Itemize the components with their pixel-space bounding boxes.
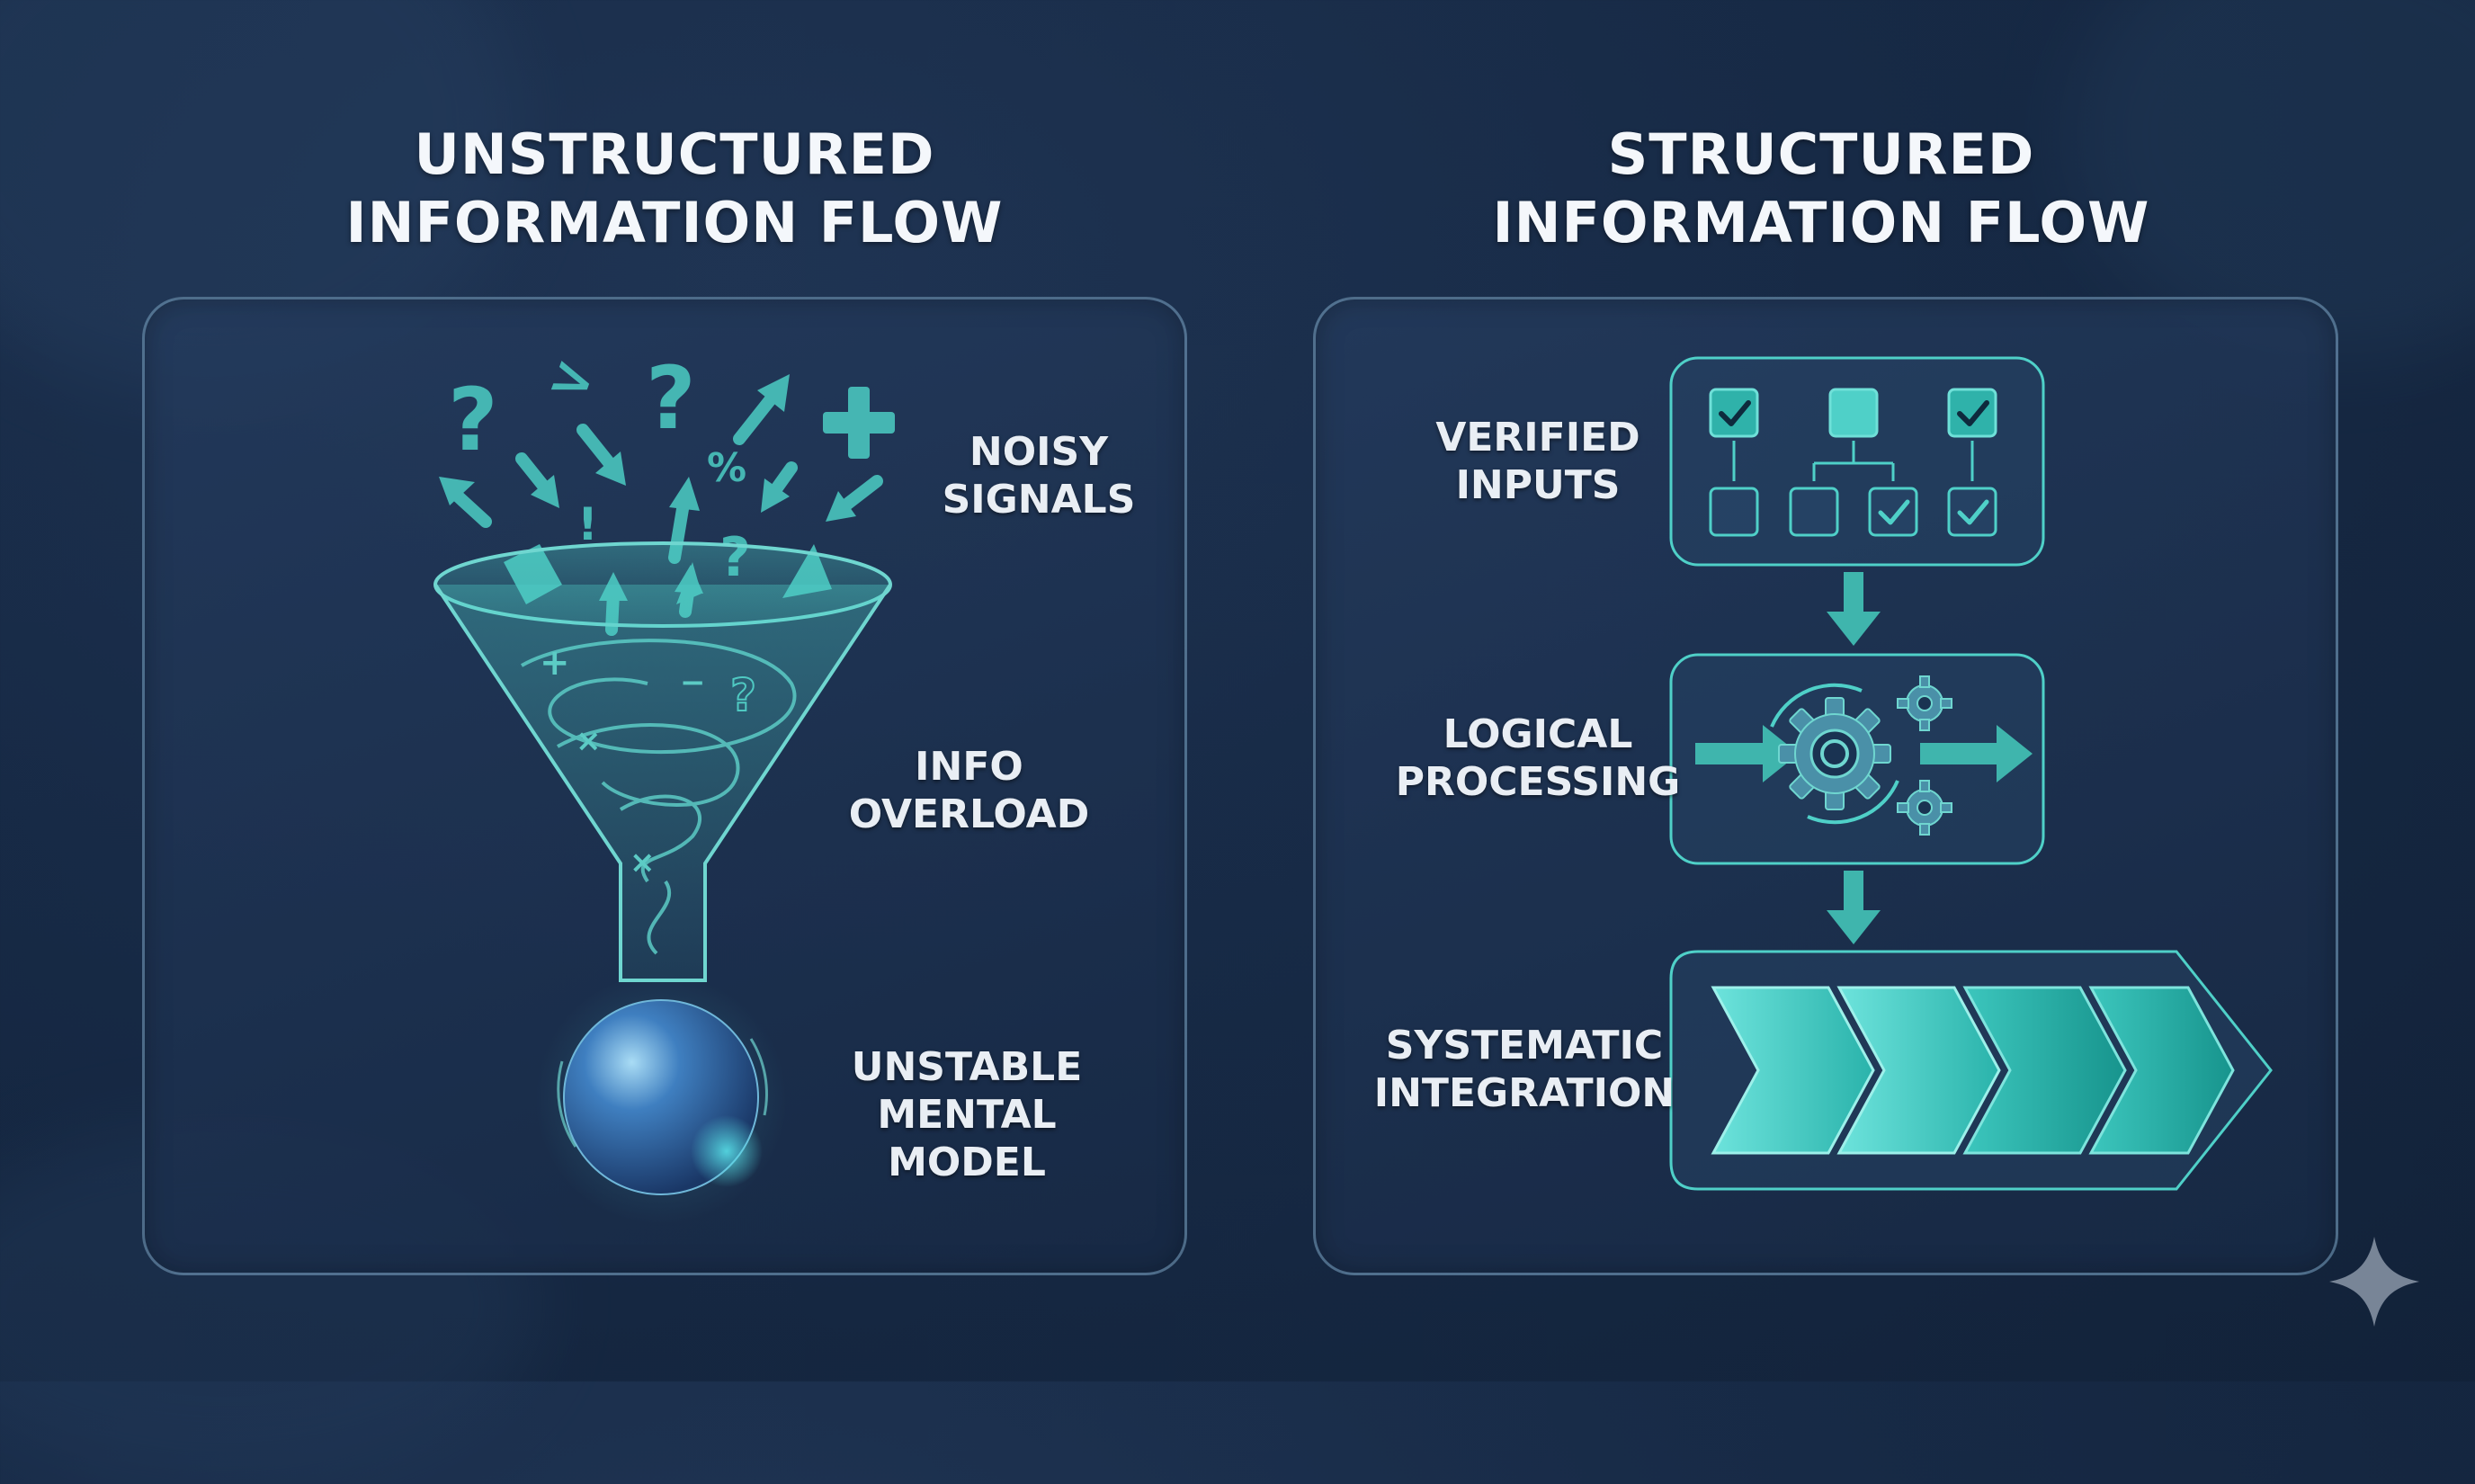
checkbox-icon [1868, 487, 1918, 537]
svg-text:×: × [576, 723, 602, 759]
chevron-arrow-icon [1711, 986, 2235, 1155]
label-line: INTEGRATION [1373, 1070, 1675, 1116]
down-arrow-icon [1827, 871, 1881, 944]
checkbox-icon [1947, 388, 1997, 438]
arrow-icon [439, 477, 492, 528]
plus-icon [823, 387, 895, 459]
left-title-line1: UNSTRUCTURED [414, 121, 935, 187]
question-icon: ? [646, 348, 696, 449]
arrow-icon [515, 452, 559, 508]
arrow-icon [733, 374, 790, 445]
label-line: VERIFIED [1435, 415, 1640, 460]
label-line: MENTAL MODEL [877, 1092, 1057, 1185]
right-title-line2: INFORMATION FLOW [1492, 190, 2150, 255]
question-icon: ? [448, 370, 498, 470]
label-systematic-integration: SYSTEMATIC INTEGRATION [1367, 1022, 1682, 1117]
label-info-overload: INFO OVERLOAD [827, 743, 1111, 838]
hierarchy-icon [1732, 441, 1974, 481]
node-icon [1828, 388, 1879, 438]
sparkle-icon [2329, 1237, 2419, 1327]
down-arrow-icon [1827, 572, 1881, 646]
label-line: NOISY [969, 429, 1109, 475]
funnel-icon: + × × − [433, 541, 892, 982]
right-title: STRUCTURED INFORMATION FLOW [1416, 121, 2226, 257]
checkbox-icon [1947, 487, 1997, 537]
label-line: LOGICAL [1443, 711, 1633, 757]
gear-icon [1770, 683, 1899, 825]
label-verified-inputs: VERIFIED INPUTS [1403, 414, 1673, 509]
label-line: INPUTS [1455, 462, 1621, 508]
checkbox-icon [1709, 388, 1759, 438]
sphere-icon [535, 973, 787, 1225]
checkbox-empty-icon [1709, 487, 1759, 537]
left-title: UNSTRUCTURED INFORMATION FLOW [270, 121, 1079, 257]
label-unstable-mental-model: UNSTABLE MENTAL MODEL [791, 1043, 1142, 1186]
right-title-line1: STRUCTURED [1607, 121, 2035, 187]
label-line: SIGNALS [942, 477, 1136, 523]
exclamation-icon: ! [577, 498, 598, 550]
checkbox-empty-icon [1789, 487, 1839, 537]
label-noisy-signals: NOISY SIGNALS [899, 428, 1178, 523]
small-gear-icon [1897, 675, 1952, 731]
label-line: PROCESSING [1395, 759, 1681, 805]
arrow-icon [576, 424, 626, 486]
svg-text:−: − [680, 665, 706, 701]
svg-text:×: × [630, 845, 656, 881]
label-line: UNSTABLE [851, 1044, 1083, 1090]
percent-icon: % [707, 445, 746, 491]
label-logical-processing: LOGICAL PROCESSING [1385, 711, 1691, 806]
output-arrow-icon [1920, 725, 2033, 782]
diagram-graphics: ? ? ? ? % ! > [433, 343, 2419, 1327]
arrow-icon [761, 461, 798, 513]
small-gear-icon [1897, 780, 1952, 836]
label-line: INFO [915, 744, 1023, 790]
chevron-icon: > [541, 343, 604, 417]
label-line: OVERLOAD [848, 791, 1090, 837]
left-title-line2: INFORMATION FLOW [345, 190, 1004, 255]
arrow-icon [826, 475, 883, 522]
svg-text:+: + [540, 642, 570, 684]
label-line: SYSTEMATIC [1385, 1023, 1664, 1068]
